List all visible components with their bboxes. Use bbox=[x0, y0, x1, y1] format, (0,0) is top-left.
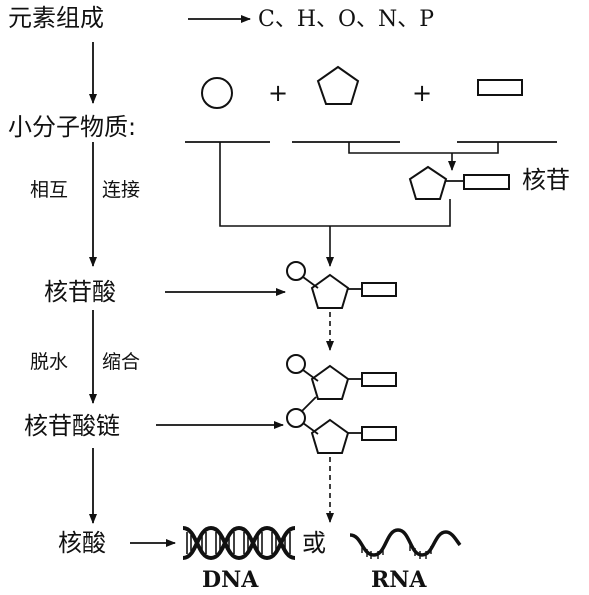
element-composition-label: 元素组成 bbox=[8, 4, 104, 32]
nitrogenous-base-icon bbox=[477, 79, 523, 96]
nucleotide-structure bbox=[286, 261, 397, 309]
combine-bracket bbox=[219, 142, 451, 227]
chain-base-2-icon bbox=[361, 426, 397, 441]
plus-sign-1: + bbox=[268, 79, 288, 107]
chain-phosphate-2-icon bbox=[286, 408, 306, 428]
condensation-label: 缩合 bbox=[102, 351, 140, 373]
rna-label: RNA bbox=[371, 567, 427, 590]
nucleic-acid-label: 核酸 bbox=[58, 529, 106, 557]
nucleoside-sugar-icon bbox=[408, 165, 448, 200]
dehydration-label: 脱水 bbox=[30, 351, 68, 373]
nucleotide-label: 核苷酸 bbox=[44, 278, 116, 306]
nucleotide-sugar-icon bbox=[310, 273, 350, 309]
nucleotide-phosphate-icon bbox=[286, 261, 306, 281]
or-label: 或 bbox=[302, 529, 326, 557]
chain-sugar-2-icon bbox=[310, 418, 350, 454]
nucleoside-base-icon bbox=[463, 174, 510, 190]
nucleotide-chain-label: 核苷酸链 bbox=[24, 412, 120, 440]
rna-single-strand-icon bbox=[349, 528, 462, 559]
nucleotide-base-icon bbox=[361, 282, 397, 297]
connect-label: 连接 bbox=[102, 179, 140, 201]
chain-base-1-icon bbox=[361, 372, 397, 387]
small-molecules-label: 小分子物质: bbox=[8, 113, 136, 141]
chain-phosphate-1-icon bbox=[286, 354, 306, 374]
elements-label: C、H、O、N、P bbox=[258, 7, 434, 32]
phosphate-circle-icon bbox=[201, 77, 233, 109]
nucleoside-bracket bbox=[348, 142, 499, 154]
dna-double-helix-icon bbox=[182, 525, 296, 561]
chain-sugar-1-icon bbox=[310, 364, 350, 400]
nucleotide-chain-structure bbox=[286, 354, 397, 454]
nucleoside-label: 核苷 bbox=[522, 166, 570, 194]
mutual-label: 相互 bbox=[30, 179, 68, 201]
plus-sign-2: + bbox=[412, 79, 432, 107]
dna-label: DNA bbox=[202, 567, 259, 590]
pentose-sugar-icon bbox=[316, 65, 360, 105]
